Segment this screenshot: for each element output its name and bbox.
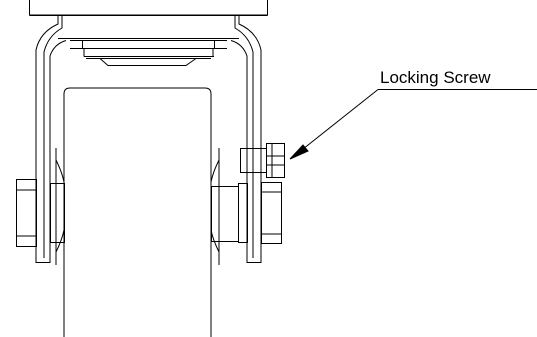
- top-mounting-plate: [29, 0, 268, 16]
- right-axle-nut: [211, 182, 282, 244]
- locking-screw-leader: [289, 89, 537, 160]
- left-axle-nut: [16, 179, 65, 247]
- wheel: [55, 87, 220, 337]
- swivel-block: [58, 38, 239, 66]
- fork-left-arm: [35, 15, 67, 263]
- locking-screw: [240, 143, 285, 178]
- locking-screw-label: Locking Screw: [380, 68, 491, 87]
- fork-right-arm: [230, 15, 262, 263]
- leader-arrowhead: [289, 144, 309, 160]
